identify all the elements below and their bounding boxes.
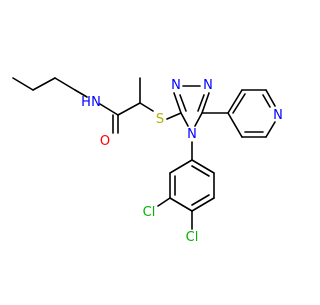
bond [191, 165, 210, 177]
bond [173, 92, 182, 114]
bond [99, 103, 119, 116]
bond [169, 159, 193, 174]
bond [166, 112, 182, 120]
bond [232, 93, 246, 114]
bond [201, 92, 210, 114]
bond [191, 197, 215, 212]
molecule-diagram: N H O S N N N N Cl Cl [12, 77, 283, 245]
bond [32, 77, 56, 91]
bond [262, 94, 271, 108]
bond [194, 112, 203, 127]
atom-o: O [100, 134, 110, 149]
bond [74, 89, 88, 98]
bond [117, 102, 141, 116]
bond [12, 77, 34, 91]
atom-cl-4: Cl [186, 230, 199, 245]
atom-labels: N H O S N N N N Cl Cl [81, 78, 283, 245]
atom-nh: N [91, 95, 101, 110]
bond [180, 112, 189, 127]
bond [197, 94, 205, 112]
bonds [12, 77, 276, 230]
bond [265, 89, 276, 107]
bond [169, 197, 193, 212]
bond [227, 112, 243, 138]
bond [227, 89, 243, 114]
atom-s: S [156, 112, 164, 127]
bond [157, 197, 171, 207]
atom-n1: N [171, 78, 181, 93]
structure-canvas: N H O S N N N N Cl Cl [12, 77, 283, 245]
atom-pyridine-n: N [273, 108, 283, 123]
bond [139, 102, 154, 112]
atom-h: H [81, 95, 91, 110]
bond [191, 194, 210, 206]
atom-n2: N [203, 78, 213, 93]
bond [191, 159, 215, 174]
atom-cl-3: Cl [143, 205, 156, 220]
bond [179, 94, 187, 112]
bond [265, 121, 276, 138]
bond [54, 77, 76, 91]
atom-n4: N [187, 127, 197, 142]
